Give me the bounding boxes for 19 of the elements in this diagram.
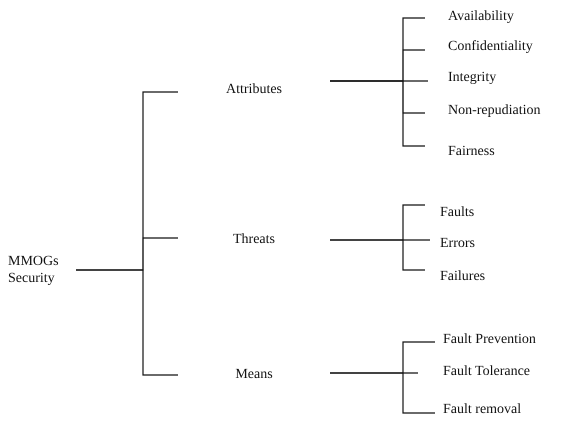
branch-label: Fault removal [435, 399, 583, 421]
branch-label: Threats [178, 228, 330, 252]
branch-label: Failures [425, 266, 575, 288]
branch-label: Confidentiality [425, 36, 575, 58]
tree-connector [330, 239, 425, 271]
root-label: MMOGs Security [8, 250, 76, 290]
branch-label: Attributes [178, 78, 330, 102]
branch-label: Availability [425, 6, 575, 28]
branch-label: Fault Tolerance [418, 361, 568, 383]
tree-connector [330, 372, 435, 414]
branch-label: Integrity [428, 67, 578, 89]
tree-connector [330, 80, 425, 147]
branch-label: Faults [425, 202, 575, 224]
tree-connector [76, 269, 178, 376]
branch-label: Errors [430, 233, 580, 255]
branch-label: Non-repudiation [425, 100, 575, 122]
branch-label: Fault Prevention [435, 329, 583, 351]
branch-label: Fairness [425, 141, 575, 163]
branch-label: Means [178, 363, 330, 387]
